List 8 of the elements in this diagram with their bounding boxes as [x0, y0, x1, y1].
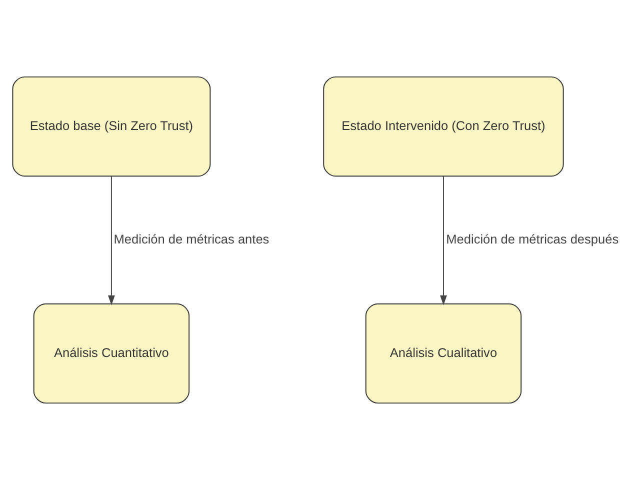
node-box: Análisis Cuantitativo: [33, 303, 190, 404]
edge-label: Medición de métricas antes: [114, 231, 270, 246]
node-box: Estado Intervenido (Con Zero Trust): [323, 76, 564, 177]
edge-label: Medición de métricas después: [446, 231, 619, 246]
node-box: Análisis Cualitativo: [365, 303, 522, 404]
arrow: [440, 176, 447, 306]
node-box: Estado base (Sin Zero Trust): [12, 76, 211, 177]
arrow: [108, 176, 115, 306]
